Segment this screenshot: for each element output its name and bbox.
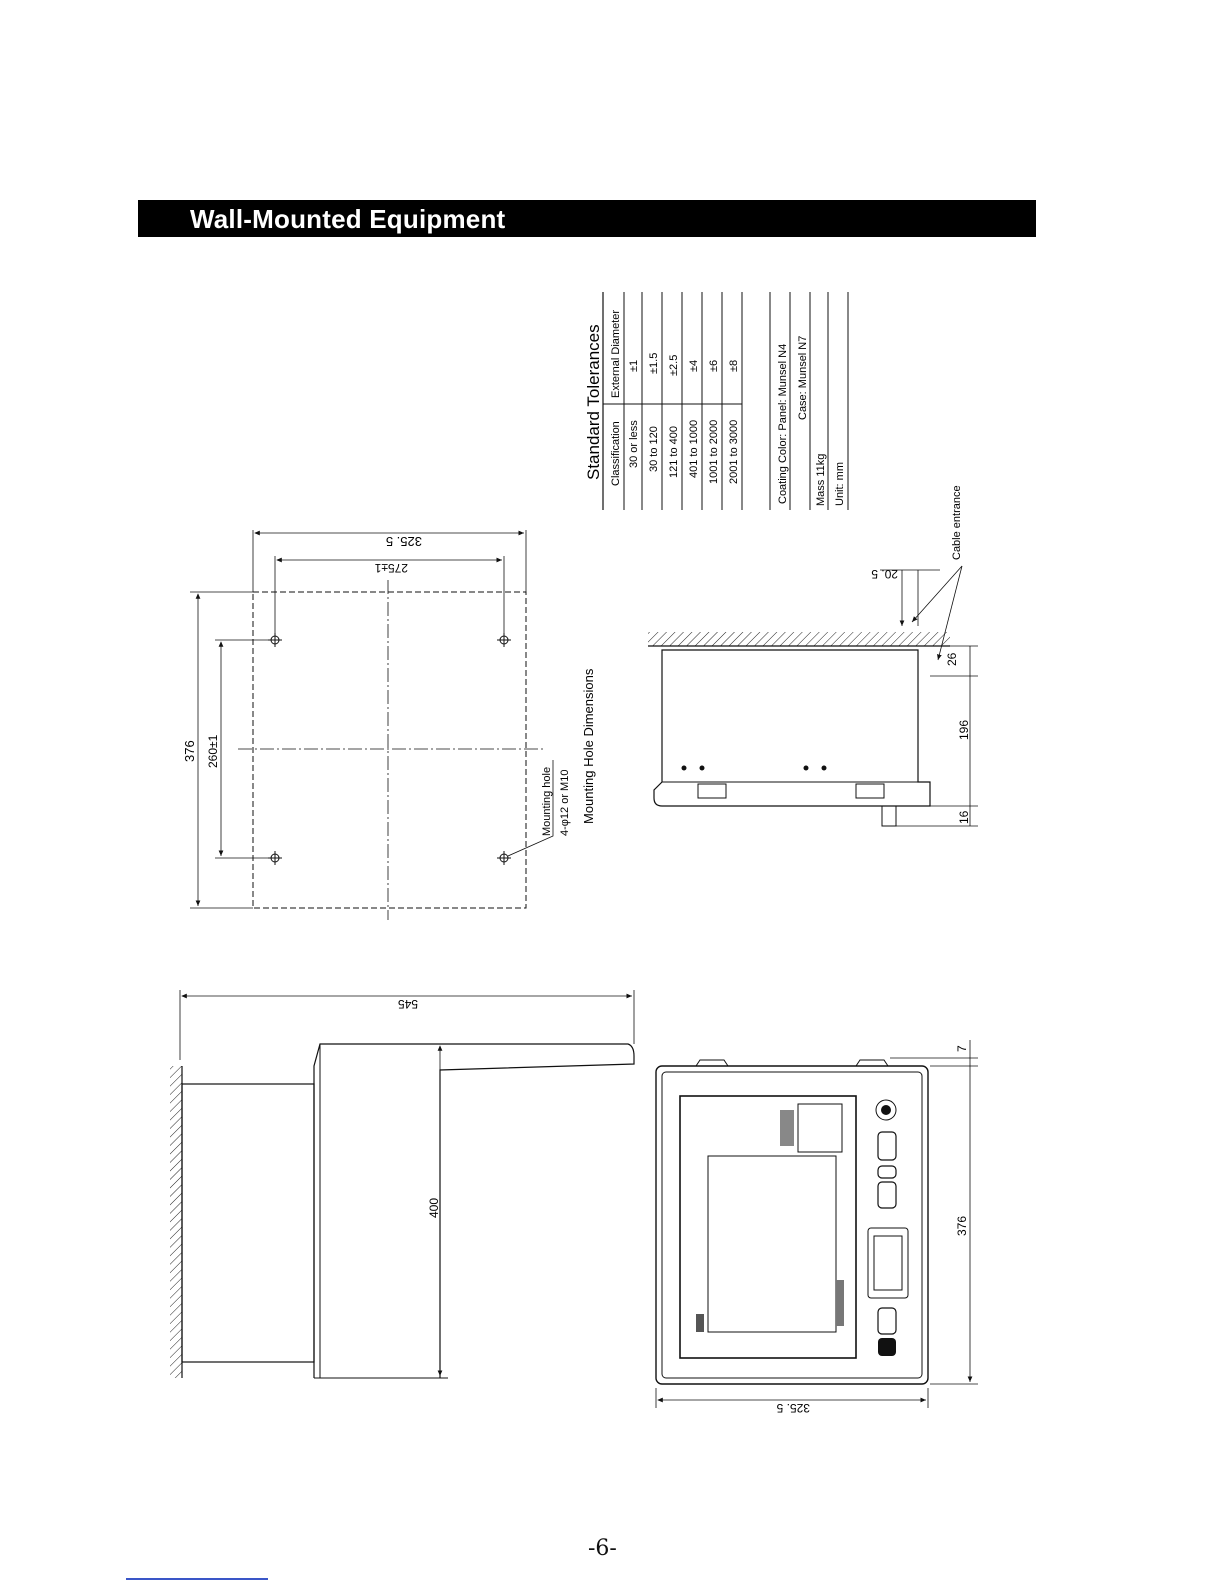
- front-view-diagram: 325. 5 376 7: [655, 1040, 978, 1415]
- footer-line: [126, 1578, 268, 1580]
- header-diameter: External Diameter: [610, 310, 622, 398]
- mounting-hole-spec: 4-φ12 or M10: [559, 770, 571, 836]
- row-value: ±8: [728, 360, 740, 372]
- row-value: ±6: [708, 360, 720, 372]
- tolerances-title: Standard Tolerances: [584, 324, 603, 480]
- front-dim-top: 7: [955, 1045, 969, 1052]
- coating-case: Case: Munsel N7: [797, 336, 809, 420]
- row-value: ±1.5: [648, 353, 660, 374]
- top-view-diagram: 545 400: [170, 990, 635, 1379]
- mounting-hole-marker: [268, 851, 282, 865]
- unit-label: Unit: mm: [834, 462, 846, 506]
- mounting-hole-label: Mounting hole: [541, 767, 553, 836]
- dim-depth: 545: [398, 997, 418, 1011]
- row-classification: 121 to 400: [668, 426, 680, 478]
- row-value: ±4: [688, 360, 700, 372]
- dim-width-outer: 325. 5: [386, 534, 422, 549]
- mounting-diagram-title: Mounting Hole Dimensions: [581, 668, 596, 824]
- dim-offset: 20. 5: [871, 567, 898, 581]
- row-classification: 2001 to 3000: [728, 420, 740, 484]
- side-view-diagram: 26 196 16 20. 5 Cable entrance: [648, 485, 978, 827]
- row-classification: 30 to 120: [648, 426, 660, 472]
- front-dim-width: 325. 5: [776, 1401, 810, 1415]
- row-value: ±2.5: [668, 355, 680, 376]
- header-classification: Classification: [610, 421, 622, 486]
- mounting-hole-marker: [497, 851, 511, 865]
- section-title-bar: Wall-Mounted Equipment: [138, 200, 1036, 237]
- mass-label: Mass 11kg: [815, 454, 827, 506]
- mounting-hole-diagram: 325. 5 275±1 376 260±1 Mounting hole 4-φ…: [182, 530, 596, 920]
- row-classification: 30 or less: [628, 420, 640, 468]
- row-classification: 1001 to 2000: [708, 420, 720, 484]
- dim-height-inner: 260±1: [206, 734, 220, 768]
- dim-26: 26: [945, 652, 959, 666]
- dim-196: 196: [957, 720, 971, 740]
- row-classification: 401 to 1000: [688, 420, 700, 478]
- cable-entrance-label: Cable entrance: [951, 485, 963, 560]
- row-value: ±1: [628, 360, 640, 372]
- dim-width-inner: 275±1: [374, 561, 408, 575]
- dim-16: 16: [957, 810, 971, 824]
- dim-length: 400: [427, 1198, 441, 1218]
- dim-height-outer: 376: [182, 740, 197, 762]
- page-number: -6-: [588, 1536, 617, 1561]
- specs-block: Coating Color: Panel: Munsel N4 Case: Mu…: [769, 292, 849, 510]
- front-dim-height: 376: [955, 1216, 969, 1236]
- section-title: Wall-Mounted Equipment: [190, 204, 506, 234]
- tolerances-table: Standard Tolerances Classification Exter…: [584, 292, 743, 510]
- coating-panel: Coating Color: Panel: Munsel N4: [777, 344, 789, 504]
